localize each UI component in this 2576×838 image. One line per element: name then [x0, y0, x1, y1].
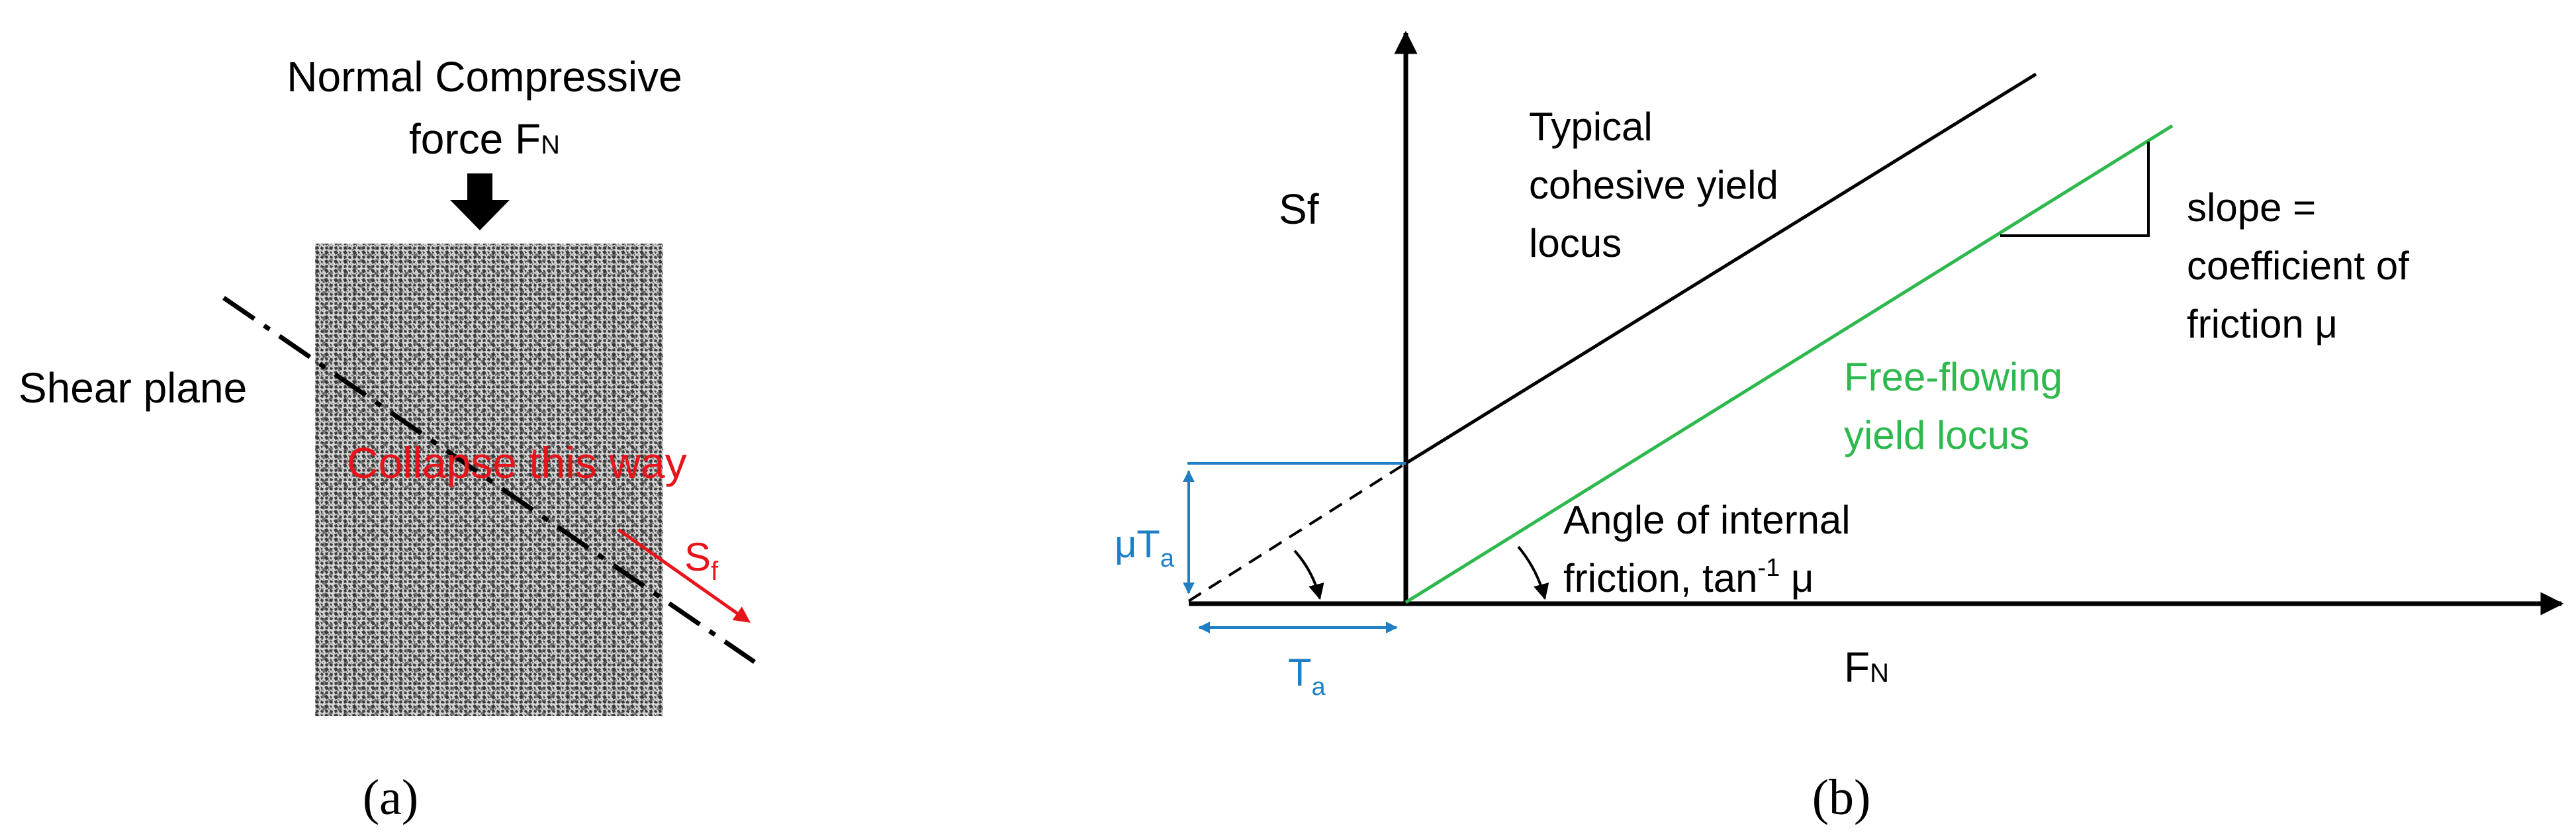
panel-a: Normal Compressive force FN Shear plane … — [19, 53, 756, 825]
caption-a: (a) — [363, 770, 418, 825]
y-axis-label: Sf — [1279, 185, 1319, 233]
shear-plane-label: Shear plane — [19, 364, 247, 412]
down-arrow-icon — [450, 173, 510, 230]
slope-triangle — [2000, 142, 2150, 237]
mu-ta-label: μTa — [1115, 523, 1175, 573]
ta-label: Ta — [1288, 651, 1326, 701]
slope-label-line3: friction μ — [2187, 302, 2338, 346]
slope-label-line2: coefficient of — [2187, 244, 2409, 288]
cohesive-label-line1: Typical — [1529, 105, 1653, 149]
free-flowing-label-line2: yield locus — [1844, 413, 2029, 457]
force-label-line1: Normal Compressive — [287, 53, 682, 101]
collapse-label: Collapse this way — [347, 438, 687, 487]
angle-arc-dashed — [1293, 549, 1324, 600]
shear-plane-line — [222, 296, 756, 664]
angle-label-line1: Angle of internal — [1563, 498, 1851, 542]
x-axis-label: FN — [1844, 643, 1889, 691]
angle-arc-green — [1517, 545, 1549, 600]
cohesive-extension-dashed — [1187, 462, 1407, 602]
angle-label-line2: friction, tan-1 μ — [1563, 554, 1814, 600]
free-flowing-yield-locus — [1404, 124, 2174, 604]
shear-force-label: Sf — [684, 535, 719, 586]
caption-b: (b) — [1812, 770, 1871, 825]
slope-label-line1: slope = — [2187, 185, 2316, 230]
red-arrow-icon — [617, 528, 751, 623]
cohesive-yield-locus — [1404, 72, 2037, 465]
force-label-line2: force FN — [409, 115, 560, 163]
cohesive-label-line2: cohesive yield — [1529, 163, 1778, 207]
free-flowing-label-line1: Free-flowing — [1844, 355, 2062, 399]
cohesive-label-line3: locus — [1529, 221, 1622, 265]
panel-b: Sf FN μTa Ta Typical cohesive yield locu… — [1115, 30, 2564, 825]
